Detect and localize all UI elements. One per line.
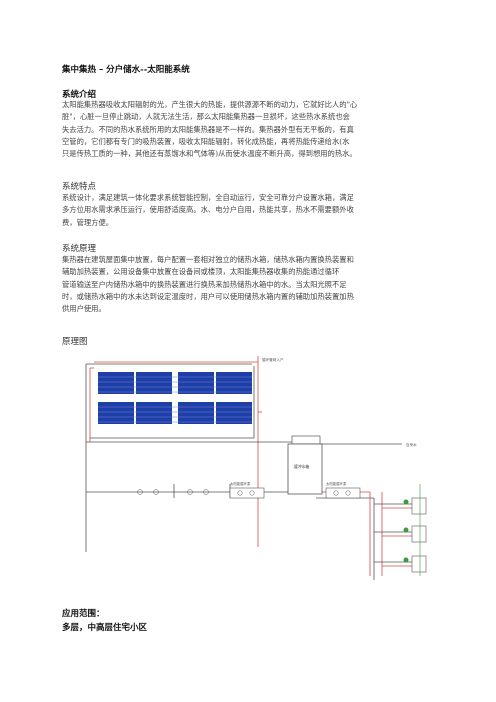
intro-paragraph: 太阳能集热器吸收太阳辐射的光，产生很大的热能，提供源源不断的动力，它就好比人的"… [62, 99, 434, 160]
features-paragraph: 系统设计，满足建筑一体化要求系统智能控制，全自动运行，安全可靠分户设置水箱，满足… [62, 192, 434, 229]
features-line: 费，管理方便。 [62, 217, 114, 227]
tank-label: 缓冲水箱 [294, 464, 309, 469]
principle-line: 供用户使用。 [62, 304, 106, 314]
household-units [403, 484, 427, 576]
intro-line: 失去活力。不同的热水系统所用的太阳能集热器是不一样的。集热器外型有无平板的，有真 [62, 124, 354, 134]
valves [137, 489, 209, 495]
features-line: 多方位用水需求承压运行，使用舒适度高。水、电分户自用，热能共享，热水不需要额外收 [62, 205, 354, 215]
document-title: 集中集热 – 分户储水--太阳能系统 [62, 65, 190, 75]
collector-row-2 [98, 402, 252, 424]
solar-collector-array [98, 372, 252, 424]
household-unit [403, 497, 427, 515]
label-top-right: 循环管网入户 [262, 357, 284, 362]
principle-diagram: 循环管网入户 自来水 缓冲水箱 太阳能循环泵 太阳能循环泵 [85, 356, 427, 580]
intro-line: 太阳能集热器吸收太阳辐射的光，产生很大的热能，提供源源不断的动力，它就好比人的"… [62, 100, 358, 109]
intro-line: 脏"，心脏一旦停止跳动，人就无法生活，那么太阳能集热器一旦损坏，这些热水系统也会 [62, 112, 350, 122]
collector-row-1 [98, 372, 252, 394]
principle-paragraph: 集热器在建筑屋面集中放置，每户配置一套相对独立的储热水箱，储热水箱内置换热装置和… [62, 254, 434, 315]
pump-left-label: 太阳能循环泵 [230, 481, 251, 486]
application-heading: 应用范围： [62, 609, 105, 619]
principle-line: 集热器在建筑屋面集中放置，每户配置一套相对独立的储热水箱，储热水箱内置换热装置和 [62, 255, 354, 264]
intro-heading: 系统介绍 [62, 90, 97, 100]
diagram-heading: 原理图 [62, 337, 88, 347]
principle-line: 时，或储热水箱中的水未达到设定温度时，用户可以使用储热水箱内置的辅助加热装置加热 [62, 291, 354, 301]
pump-right: 太阳能循环泵 [325, 481, 361, 499]
pump-right-label: 太阳能循环泵 [326, 481, 347, 486]
features-heading: 系统特点 [62, 182, 97, 192]
principle-line: 辅助加热装置，公用设备集中放置在设备间或楼顶，太阳能集热器收集的热能通过循环 [62, 267, 340, 277]
household-unit [403, 525, 427, 543]
principle-heading: 系统原理 [62, 244, 97, 254]
household-unit [403, 555, 427, 573]
application-subheading: 多层，中高层住宅小区 [62, 623, 148, 633]
label-cold-water: 自来水 [406, 442, 417, 447]
pump-left: 太阳能循环泵 [229, 481, 265, 499]
principle-line: 管道输送至户内储热水箱中的换热装置进行换热来加热储热水箱中的水。当太阳光照不足 [62, 279, 347, 289]
intro-line: 只是传热工质的一种，其他还有蒸馏水和气体等)从而使水温度不断升高，得到想用的热水… [62, 149, 357, 159]
features-line: 系统设计，满足建筑一体化要求系统智能控制，全自动运行，安全可靠分户设置水箱，满足 [62, 193, 354, 202]
buffer-tank: 缓冲水箱 [287, 435, 323, 495]
intro-line: 空管的，它们都有专门的吸热装置，吸收太阳能辐射，转化成热能，再将热能传递给水(水 [62, 136, 350, 146]
